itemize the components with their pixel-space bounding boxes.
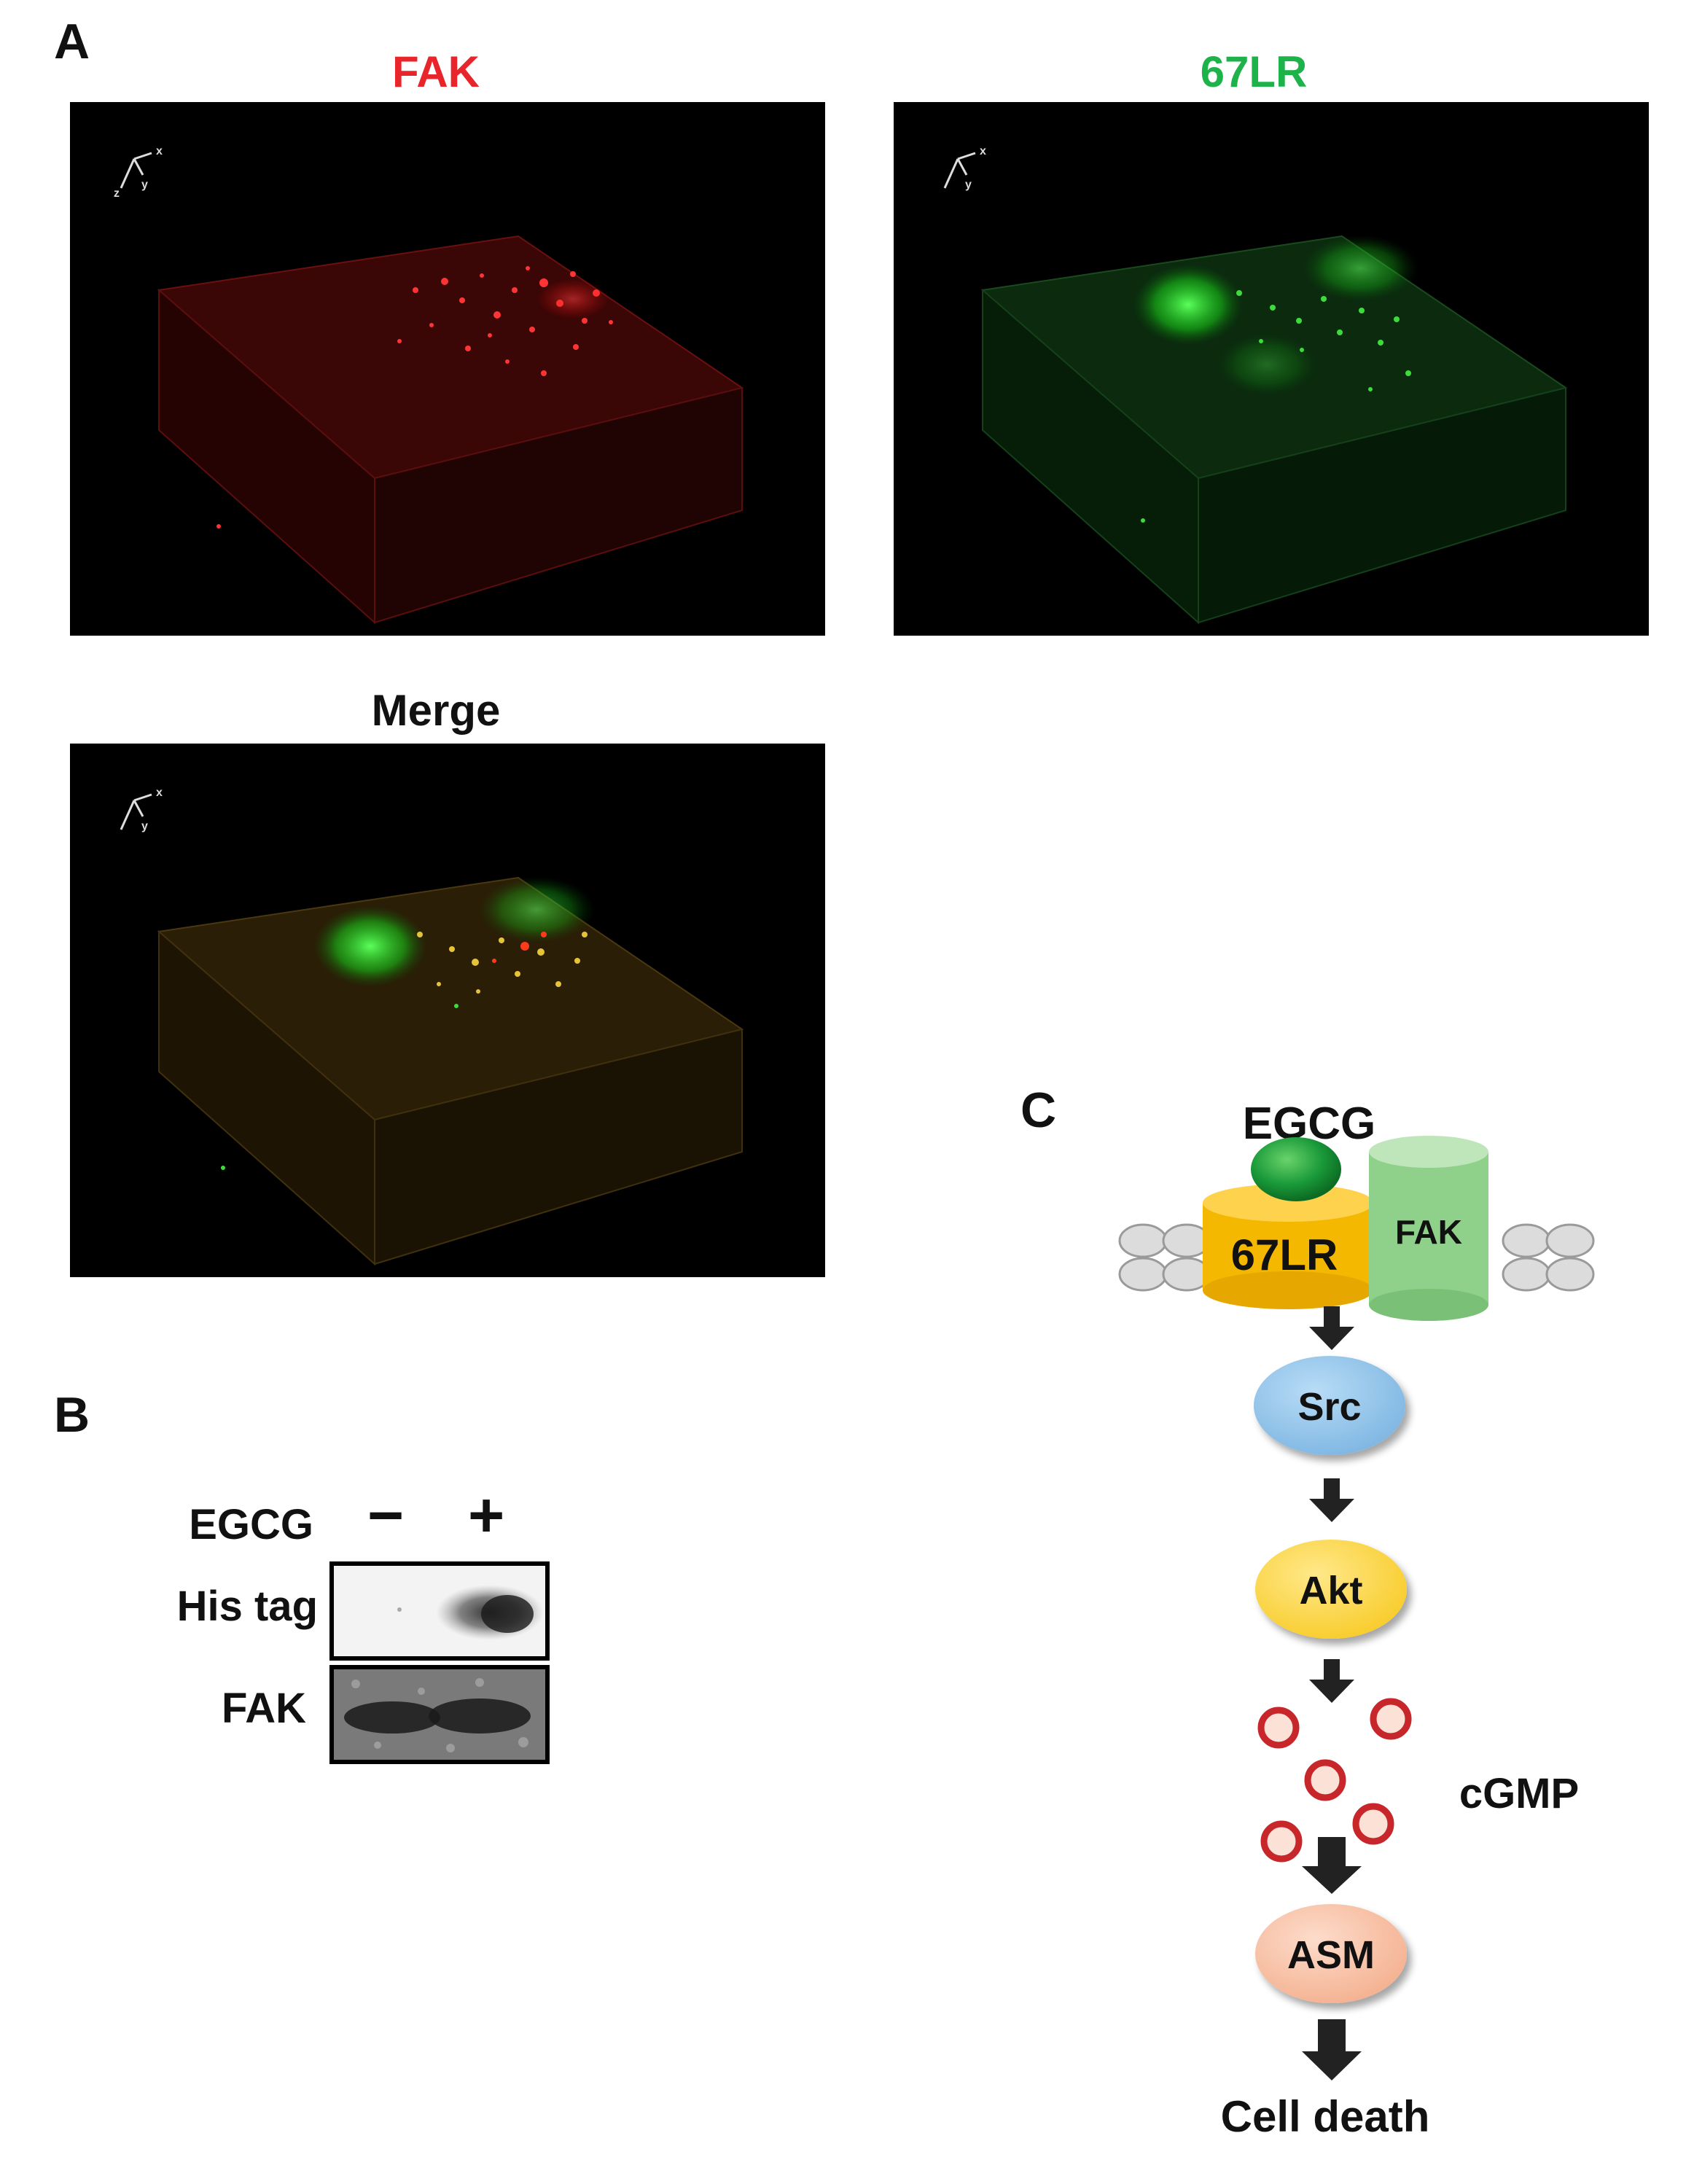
fak-3d-image: x y z xyxy=(70,102,825,636)
axis-y-label: y xyxy=(965,179,972,191)
asm-label: ASM xyxy=(1287,1933,1375,1977)
fak-protein xyxy=(1369,1136,1488,1321)
fak-diagram-label: FAK xyxy=(1395,1213,1462,1251)
cell-death-label: Cell death xyxy=(1221,2092,1430,2141)
axis-x-label: x xyxy=(156,787,163,799)
src-node xyxy=(1254,1356,1405,1455)
axis-x-label: x xyxy=(156,145,163,157)
asm-node xyxy=(1255,1904,1407,2003)
akt-label: Akt xyxy=(1299,1569,1362,1612)
egcg-molecule xyxy=(1251,1137,1341,1201)
axis-indicator-icon: x y xyxy=(120,787,163,832)
panel-c-letter: C xyxy=(1020,1083,1057,1138)
panel-b-letter: B xyxy=(54,1387,90,1443)
signaling-pathway-diagram: EGCG 67LR xyxy=(1118,1099,1595,2141)
src-label: Src xyxy=(1297,1385,1361,1429)
arrow-down-icon xyxy=(1309,1478,1354,1522)
cgmp-label: cGMP xyxy=(1459,1770,1579,1817)
fak-channel-title: FAK xyxy=(392,47,480,96)
axis-indicator-icon: x y z xyxy=(114,145,163,200)
arrow-down-icon xyxy=(1309,1306,1354,1350)
axis-indicator-icon: x y xyxy=(943,145,986,191)
axis-z-label: z xyxy=(114,187,120,200)
67lr-label: 67LR xyxy=(1231,1231,1338,1279)
plus-sign: + xyxy=(468,1481,505,1551)
axis-x-label: x xyxy=(980,145,986,157)
his-tag-row-label: His tag xyxy=(176,1583,318,1630)
akt-node xyxy=(1255,1540,1407,1639)
minus-sign: − xyxy=(367,1481,405,1551)
67lr-3d-image: x y xyxy=(894,102,1649,636)
axis-y-label: y xyxy=(141,820,148,832)
membrane-lipids-left xyxy=(1118,1223,1211,1292)
arrow-down-icon xyxy=(1302,2019,1362,2080)
cgmp-molecules xyxy=(1257,1698,1412,1863)
fak-row-label: FAK xyxy=(222,1685,306,1732)
fak-blot xyxy=(329,1665,550,1764)
67lr-receptor xyxy=(1203,1184,1373,1309)
merge-3d-image: x y xyxy=(70,744,825,1277)
67lr-channel-title: 67LR xyxy=(1200,47,1308,96)
panel-a-letter: A xyxy=(54,14,90,69)
egcg-treatment-label: EGCG xyxy=(189,1501,313,1548)
merge-channel-title: Merge xyxy=(371,686,501,735)
axis-y-label: y xyxy=(141,179,148,191)
arrow-down-icon xyxy=(1309,1659,1354,1703)
membrane-lipids-right xyxy=(1502,1223,1595,1292)
arrow-down-icon xyxy=(1302,1837,1362,1894)
his-tag-blot xyxy=(329,1561,550,1661)
